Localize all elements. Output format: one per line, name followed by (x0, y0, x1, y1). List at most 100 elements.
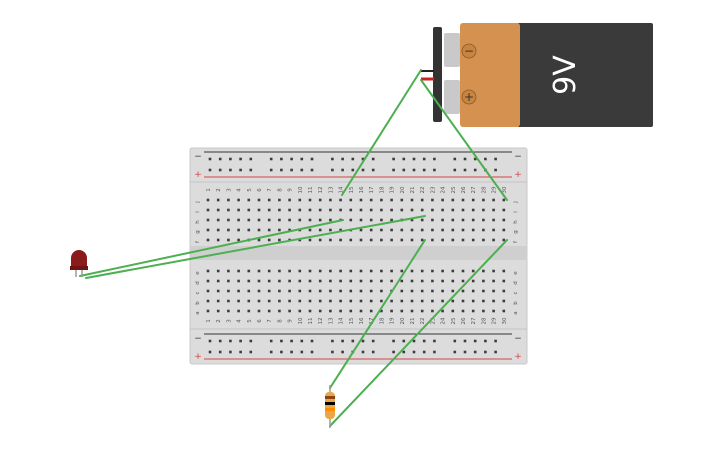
terminal-hole[interactable] (359, 238, 363, 242)
terminal-hole[interactable] (390, 198, 393, 202)
terminal-hole[interactable] (482, 309, 485, 313)
terminal-hole[interactable] (441, 218, 444, 222)
terminal-hole[interactable] (227, 228, 230, 232)
terminal-hole[interactable] (329, 269, 332, 273)
terminal-hole[interactable] (227, 208, 230, 212)
terminal-hole[interactable] (410, 218, 414, 222)
rail-hole[interactable] (300, 339, 304, 343)
terminal-hole[interactable] (451, 269, 455, 273)
terminal-hole[interactable] (420, 198, 424, 202)
rail-hole[interactable] (433, 350, 436, 354)
terminal-hole[interactable] (441, 208, 444, 212)
terminal-hole[interactable] (349, 289, 353, 293)
rail-hole[interactable] (341, 339, 344, 343)
rail-hole[interactable] (208, 350, 212, 354)
terminal-hole[interactable] (339, 279, 342, 283)
terminal-hole[interactable] (400, 309, 404, 313)
rail-hole[interactable] (331, 157, 334, 161)
terminal-hole[interactable] (420, 279, 424, 283)
rail-hole[interactable] (463, 168, 467, 172)
terminal-hole[interactable] (420, 218, 424, 222)
terminal-hole[interactable] (298, 218, 302, 222)
terminal-hole[interactable] (471, 228, 475, 232)
resistor[interactable] (325, 385, 335, 428)
terminal-hole[interactable] (288, 299, 291, 303)
rail-hole[interactable] (341, 157, 344, 161)
terminal-hole[interactable] (339, 299, 342, 303)
rail-hole[interactable] (412, 350, 416, 354)
terminal-hole[interactable] (451, 238, 455, 242)
terminal-hole[interactable] (359, 269, 363, 273)
terminal-hole[interactable] (492, 279, 495, 283)
terminal-hole[interactable] (461, 269, 465, 273)
terminal-hole[interactable] (206, 208, 210, 212)
terminal-hole[interactable] (410, 198, 414, 202)
terminal-hole[interactable] (206, 309, 210, 313)
terminal-hole[interactable] (492, 289, 495, 293)
terminal-hole[interactable] (380, 228, 383, 232)
terminal-hole[interactable] (431, 238, 434, 242)
rail-hole[interactable] (361, 168, 365, 172)
rail-hole[interactable] (371, 339, 375, 343)
terminal-hole[interactable] (400, 228, 404, 232)
terminal-hole[interactable] (267, 299, 271, 303)
terminal-hole[interactable] (369, 279, 373, 283)
terminal-hole[interactable] (247, 208, 251, 212)
rail-hole[interactable] (229, 157, 232, 161)
battery-negative-terminal[interactable] (444, 33, 460, 67)
terminal-hole[interactable] (431, 269, 434, 273)
terminal-hole[interactable] (237, 228, 240, 232)
terminal-hole[interactable] (237, 238, 240, 242)
rail-hole[interactable] (341, 350, 344, 354)
terminal-hole[interactable] (420, 269, 424, 273)
rail-hole[interactable] (402, 168, 406, 172)
rail-hole[interactable] (392, 168, 395, 172)
rail-hole[interactable] (310, 168, 314, 172)
terminal-hole[interactable] (471, 218, 475, 222)
terminal-hole[interactable] (206, 238, 210, 242)
terminal-hole[interactable] (492, 238, 495, 242)
terminal-hole[interactable] (298, 309, 302, 313)
rail-hole[interactable] (218, 168, 222, 172)
rail-hole[interactable] (249, 157, 253, 161)
terminal-hole[interactable] (400, 208, 404, 212)
rail-hole[interactable] (351, 157, 355, 161)
terminal-hole[interactable] (451, 299, 455, 303)
terminal-hole[interactable] (308, 208, 312, 212)
terminal-hole[interactable] (380, 218, 383, 222)
terminal-hole[interactable] (278, 279, 281, 283)
terminal-hole[interactable] (339, 269, 342, 273)
terminal-hole[interactable] (278, 238, 281, 242)
terminal-hole[interactable] (329, 198, 332, 202)
terminal-hole[interactable] (216, 279, 220, 283)
terminal-hole[interactable] (451, 289, 455, 293)
terminal-hole[interactable] (206, 198, 210, 202)
terminal-hole[interactable] (318, 218, 322, 222)
terminal-hole[interactable] (247, 198, 251, 202)
terminal-hole[interactable] (369, 238, 373, 242)
terminal-hole[interactable] (278, 198, 281, 202)
rail-hole[interactable] (453, 168, 457, 172)
rail-hole[interactable] (494, 339, 497, 343)
wire-board-to-resistor-2[interactable] (329, 239, 508, 427)
terminal-hole[interactable] (308, 309, 312, 313)
rail-hole[interactable] (484, 350, 487, 354)
terminal-hole[interactable] (308, 198, 312, 202)
rail-hole[interactable] (290, 350, 293, 354)
terminal-hole[interactable] (206, 269, 210, 273)
terminal-hole[interactable] (288, 279, 291, 283)
rail-hole[interactable] (473, 339, 477, 343)
terminal-hole[interactable] (237, 198, 240, 202)
terminal-hole[interactable] (420, 238, 424, 242)
terminal-hole[interactable] (380, 289, 383, 293)
terminal-hole[interactable] (237, 208, 240, 212)
wire-board-to-resistor-1[interactable] (329, 239, 426, 389)
terminal-hole[interactable] (308, 269, 312, 273)
rail-hole[interactable] (280, 350, 283, 354)
terminal-hole[interactable] (390, 299, 393, 303)
terminal-hole[interactable] (206, 299, 210, 303)
rail-hole[interactable] (208, 157, 212, 161)
rail-hole[interactable] (310, 350, 314, 354)
terminal-hole[interactable] (471, 309, 475, 313)
terminal-hole[interactable] (318, 299, 322, 303)
